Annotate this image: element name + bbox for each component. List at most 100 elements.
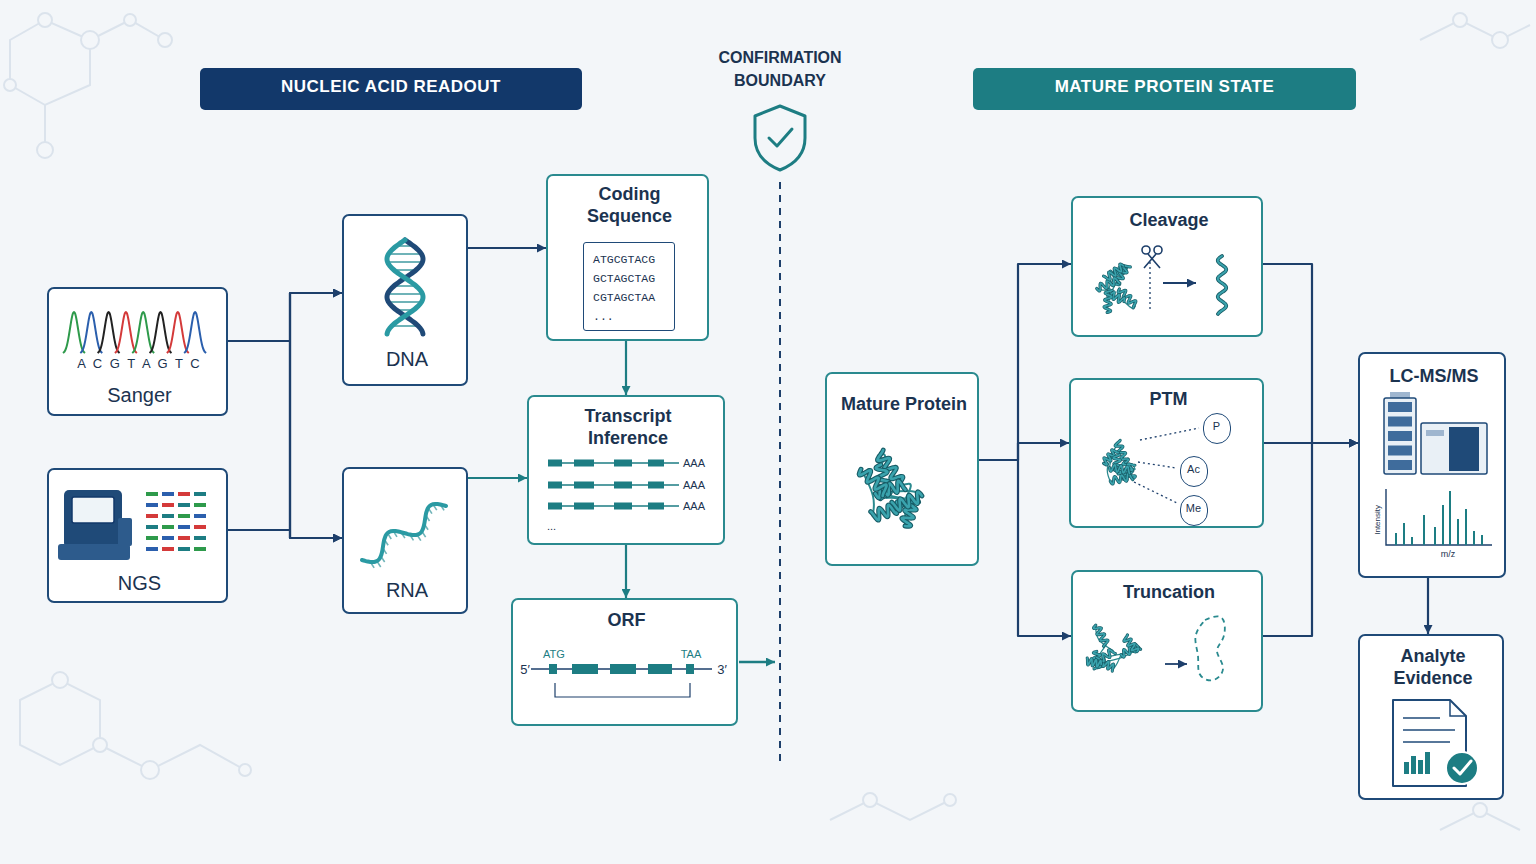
peak <box>1449 491 1451 545</box>
text-holder: PTM <box>1071 389 1266 411</box>
illustration <box>1390 392 1410 398</box>
text-holder: P <box>1204 414 1229 439</box>
read-bar <box>162 536 174 540</box>
node-label: 5′ <box>515 662 535 678</box>
exon-block <box>549 664 557 674</box>
exon-block <box>648 503 664 510</box>
node-label: AAA <box>683 500 723 513</box>
cut-line <box>1149 262 1150 312</box>
illustrations <box>58 240 1492 786</box>
loop <box>1112 274 1118 284</box>
orf-map <box>531 664 712 697</box>
base-tick <box>387 533 391 539</box>
arrow <box>1165 663 1187 665</box>
flow-arrow <box>979 443 1069 460</box>
illustration <box>548 505 679 507</box>
flow-arrow <box>625 341 627 395</box>
exon-block <box>574 482 594 489</box>
helix-outline <box>892 492 922 511</box>
loop <box>1124 302 1136 309</box>
helix-outline <box>875 481 905 498</box>
molecule-decoration <box>4 13 1530 830</box>
loop <box>1098 645 1106 664</box>
helix-outline <box>1113 455 1121 474</box>
peak <box>1465 509 1467 545</box>
protein-structure <box>1087 625 1141 671</box>
trace-peak <box>115 312 137 353</box>
helix-outline <box>1110 465 1130 474</box>
modification-label: P <box>1213 420 1220 433</box>
helix-outline <box>876 465 890 499</box>
base-tick <box>370 562 374 568</box>
text-holder: NUCLEIC ACID READOUT <box>200 68 582 106</box>
helix <box>1218 256 1226 314</box>
trace-peak <box>167 312 189 353</box>
loop <box>879 453 885 465</box>
read-bar <box>162 514 174 518</box>
read-bar <box>146 514 158 518</box>
text-holder: LC-MS/MS <box>1360 366 1508 388</box>
illustration <box>1426 430 1444 436</box>
leader-line <box>1138 462 1176 468</box>
text-holder: ATG <box>534 648 574 661</box>
truncation-icons <box>1165 616 1225 680</box>
read-bar <box>178 547 190 551</box>
text-holder: AAA <box>683 500 723 513</box>
helix-outline <box>1094 650 1115 666</box>
exon-block <box>614 460 632 467</box>
base-pair <box>389 301 422 303</box>
flow-arrow <box>468 477 527 479</box>
module <box>1388 446 1412 456</box>
loop <box>1096 625 1114 651</box>
peak <box>1442 505 1444 545</box>
text-holder: 5′ <box>515 662 535 678</box>
sequence-box: ATGCGTACG GCTAGCTAG CGTAGCTAA ... <box>583 242 675 331</box>
text-holder: 3′ <box>712 662 732 678</box>
protein-box: Mature Protein <box>825 372 979 566</box>
loop <box>1107 269 1125 292</box>
dna-helix <box>387 240 423 334</box>
helix-outline <box>1087 658 1101 667</box>
loop <box>886 498 906 526</box>
module <box>1388 431 1412 441</box>
text-holder: DNA <box>344 347 470 371</box>
module <box>1388 417 1412 427</box>
helix-outline <box>1118 289 1136 308</box>
base-pair <box>388 293 423 295</box>
check-mark <box>1454 761 1471 774</box>
flow-arrow <box>468 247 546 249</box>
helix <box>1116 266 1131 285</box>
bar <box>1425 752 1430 774</box>
loop <box>1107 451 1116 481</box>
text-holder: Me <box>1181 496 1206 521</box>
peak <box>1403 523 1405 545</box>
leader-line <box>1140 428 1199 440</box>
illustration <box>1421 423 1487 474</box>
read-bar <box>194 547 206 551</box>
read-bar <box>178 536 190 540</box>
illustration <box>58 544 130 560</box>
node-label: AAA <box>683 457 723 470</box>
transcript-bars <box>548 460 679 510</box>
base-tick <box>417 535 421 541</box>
flow-arrow <box>625 545 627 598</box>
peak <box>1473 531 1475 545</box>
chromatogram <box>63 312 206 353</box>
exon-block <box>686 664 694 674</box>
node-title: NGS <box>49 571 230 595</box>
exon-block <box>548 460 562 467</box>
node-title: DNA <box>344 347 470 371</box>
bar <box>1404 762 1409 774</box>
helix <box>877 450 903 482</box>
read-bar <box>162 525 174 529</box>
helix <box>1110 474 1133 484</box>
helix <box>1122 464 1135 480</box>
trace-peak <box>80 312 102 353</box>
base-pair <box>394 285 416 287</box>
helix <box>1094 625 1108 646</box>
loop <box>1087 652 1137 662</box>
flow-arrow <box>979 460 1071 636</box>
node-title: MATURE PROTEIN STATE <box>1055 77 1275 98</box>
text-holder: A C G T A G T C <box>49 356 230 372</box>
base-tick <box>422 531 426 537</box>
